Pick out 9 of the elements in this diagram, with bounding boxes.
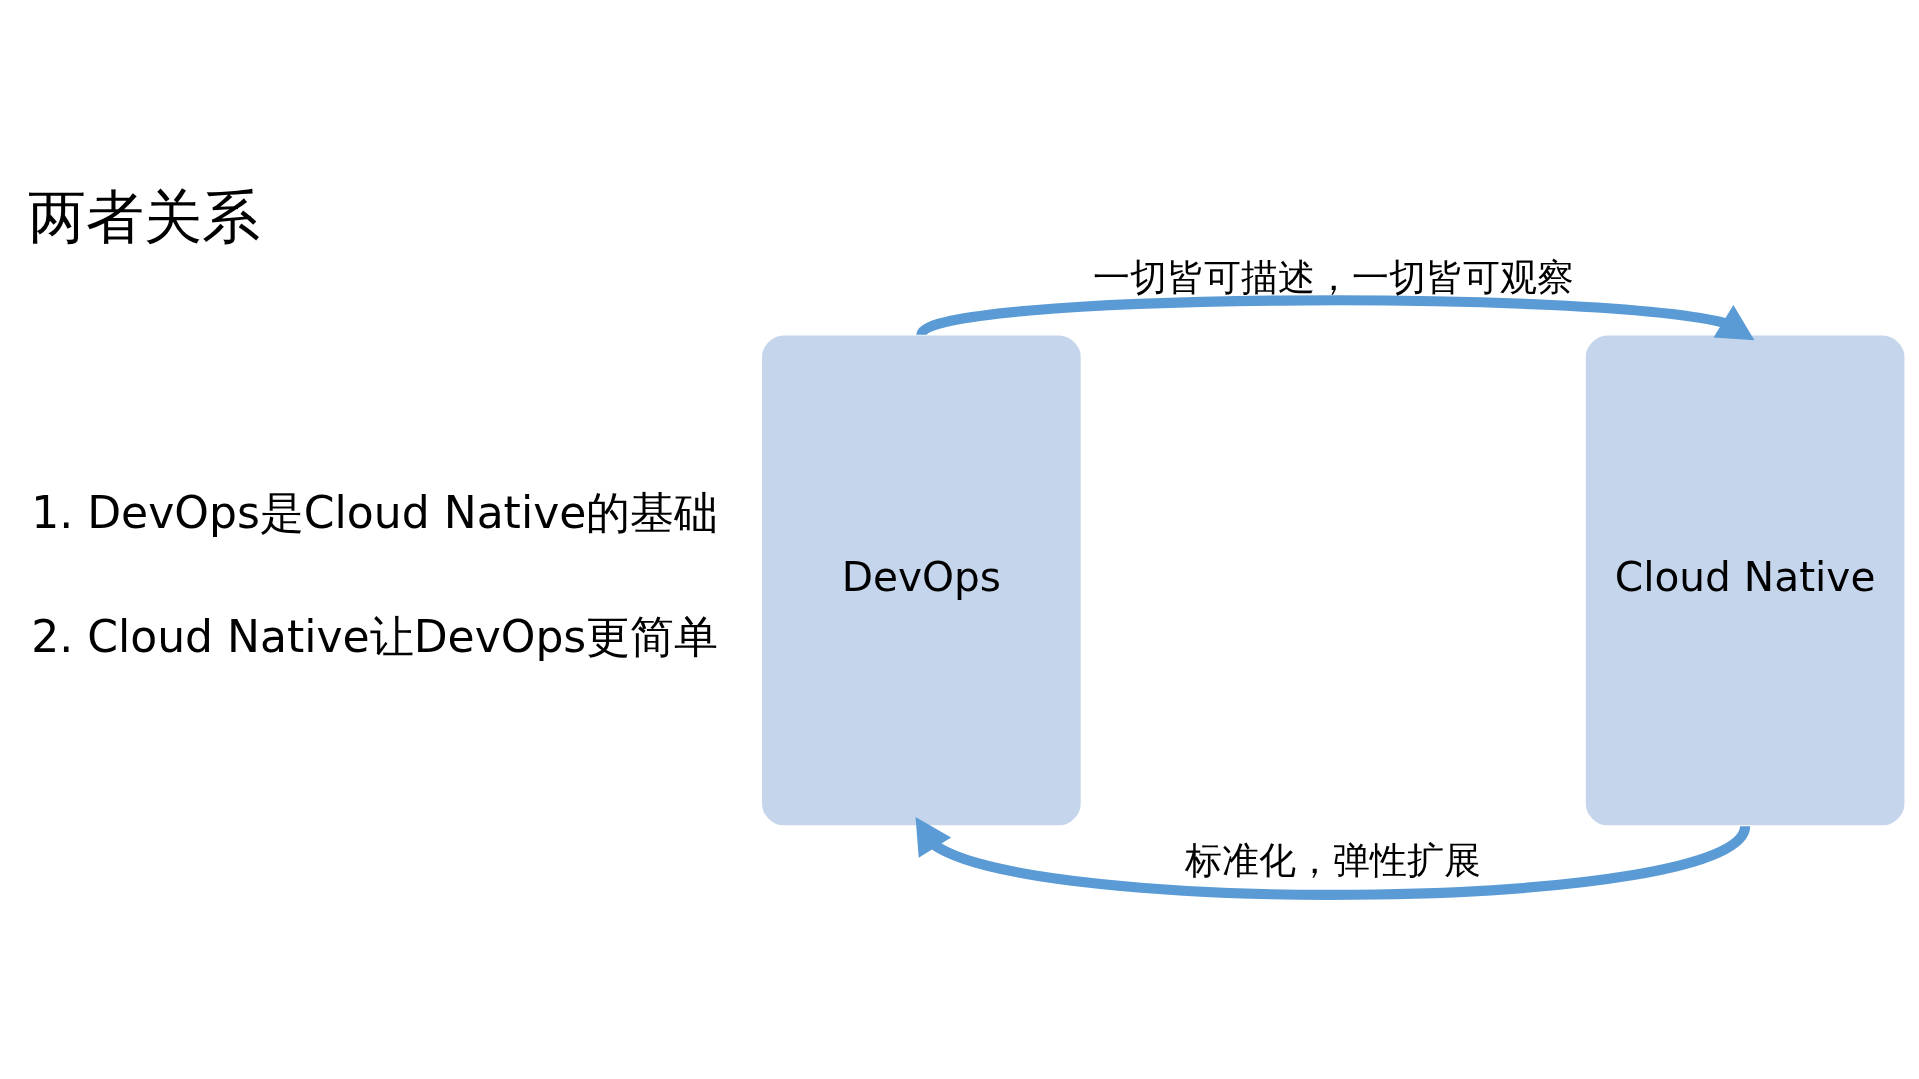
edge-label: 一切皆可描述，一切皆可观察 — [1092, 254, 1574, 299]
label: 1. DevOps是Cloud Native的基础 — [31, 487, 719, 539]
node-box: Cloud Native — [1585, 335, 1905, 826]
diagram-title: 两者关系 — [28, 183, 261, 251]
arrow — [915, 816, 1750, 900]
arrow — [918, 295, 1755, 341]
edge-label: 标准化，弹性扩展 — [1185, 837, 1482, 882]
node-box: DevOps — [762, 335, 1081, 826]
label: 2. Cloud Native让DevOps更简单 — [31, 611, 719, 663]
